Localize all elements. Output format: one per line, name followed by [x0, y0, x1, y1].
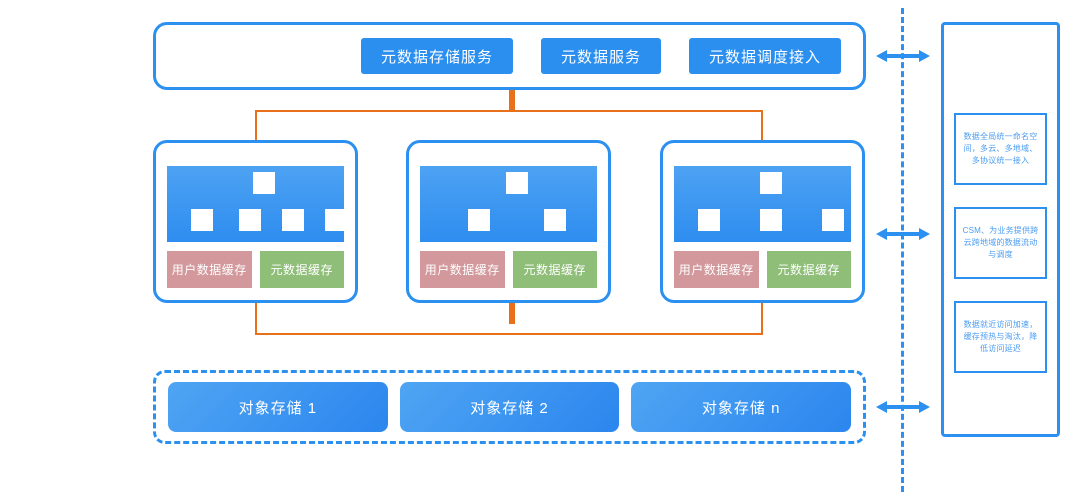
cache-node-card-2[interactable]: 用户数据缓存 元数据缓存 — [406, 140, 611, 303]
topology-square — [698, 209, 720, 231]
topology-square — [760, 209, 782, 231]
object-storage-2[interactable]: 对象存储 2 — [399, 382, 620, 432]
service-button-metadata-service[interactable]: 元数据服务 — [540, 38, 661, 74]
node-topology-1 — [167, 166, 347, 242]
capability-box-2: CSM、为业务提供跨云跨地域的数据流动与调度 — [954, 207, 1047, 279]
capability-box-3: 数据就近访问加速，缓存预热与淘汰，降低访问延迟 — [954, 301, 1047, 373]
user-data-cache-chip[interactable]: 用户数据缓存 — [420, 251, 505, 288]
cache-node-card-3[interactable]: 用户数据缓存 元数据缓存 — [660, 140, 865, 303]
topology-square — [468, 209, 490, 231]
cache-row-1: 用户数据缓存 元数据缓存 — [167, 251, 344, 288]
cache-row-2: 用户数据缓存 元数据缓存 — [420, 251, 597, 288]
section-divider — [901, 8, 904, 492]
connector-stem-bottom — [509, 303, 515, 324]
topology-square — [506, 172, 528, 194]
topology-square — [325, 209, 347, 231]
node-topology-3 — [674, 166, 851, 242]
capability-box-1: 数据全局统一命名空间，多云、多地域、多协议统一接入 — [954, 113, 1047, 185]
object-storage-1[interactable]: 对象存储 1 — [168, 382, 388, 432]
metadata-cache-chip[interactable]: 元数据缓存 — [259, 251, 344, 288]
user-data-cache-chip[interactable]: 用户数据缓存 — [674, 251, 759, 288]
connector-bus-bottom — [255, 303, 763, 335]
topology-square — [239, 209, 261, 231]
service-button-metadata-scheduler[interactable]: 元数据调度接入 — [688, 38, 841, 74]
object-storage-n[interactable]: 对象存储 n — [631, 382, 852, 432]
service-button-metadata-storage[interactable]: 元数据存储服务 — [360, 38, 513, 74]
connector-stem-top — [509, 90, 515, 111]
topology-square — [191, 209, 213, 231]
double-arrow-horizontal-icon — [876, 228, 930, 240]
metadata-service-bar: 元数据存储服务 元数据服务 元数据调度接入 — [153, 22, 866, 90]
topology-square — [822, 209, 844, 231]
metadata-cache-chip[interactable]: 元数据缓存 — [512, 251, 597, 288]
cache-node-card-1[interactable]: 用户数据缓存 元数据缓存 — [153, 140, 358, 303]
node-topology-2 — [420, 166, 597, 242]
topology-square — [544, 209, 566, 231]
object-storage-group: 对象存储 1 对象存储 2 对象存储 n — [153, 370, 866, 444]
user-data-cache-chip[interactable]: 用户数据缓存 — [167, 251, 252, 288]
capability-sidebar: 数据全局统一命名空间，多云、多地域、多协议统一接入 CSM、为业务提供跨云跨地域… — [941, 22, 1060, 437]
cache-row-3: 用户数据缓存 元数据缓存 — [674, 251, 851, 288]
double-arrow-horizontal-icon — [876, 401, 930, 413]
topology-square — [760, 172, 782, 194]
double-arrow-horizontal-icon — [876, 50, 930, 62]
connector-bus-top — [255, 110, 763, 142]
topology-square — [282, 209, 304, 231]
metadata-cache-chip[interactable]: 元数据缓存 — [766, 251, 851, 288]
topology-square — [253, 172, 275, 194]
